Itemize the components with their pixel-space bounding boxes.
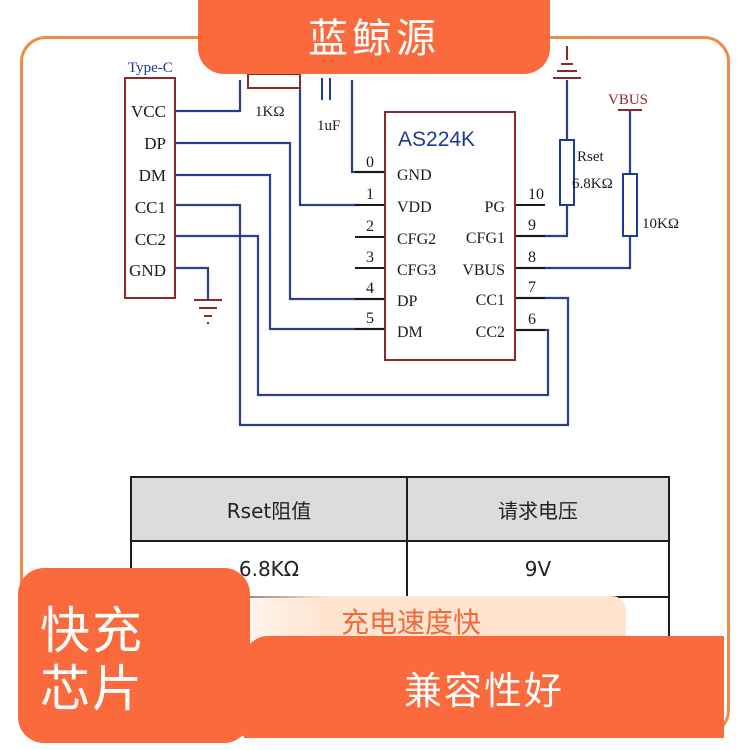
capacitor-symbol — [321, 78, 331, 100]
typec-label: Type-C — [128, 60, 173, 76]
table-row: 6.8KΩ 9V — [130, 540, 671, 598]
chip-pin-6-num: 6 — [528, 311, 536, 328]
typec-connector-body — [124, 77, 176, 299]
table-header-rset: Rset阻值 — [130, 476, 408, 542]
chip-pin-1-name: VDD — [397, 199, 432, 216]
corner-badge: 快充 芯片 — [18, 568, 250, 743]
chip-pin-9-name: CFG1 — [466, 230, 505, 247]
wire-dp — [175, 141, 385, 301]
resistor-rset — [559, 139, 575, 206]
chip-pin-6-name: CC2 — [476, 324, 505, 341]
wire-vcc — [175, 80, 242, 113]
chip-pin-0-name: GND — [397, 167, 432, 184]
chip-pin-8-name: VBUS — [462, 262, 505, 279]
wire-dm — [175, 173, 385, 331]
typec-pin-dp: DP — [144, 134, 166, 153]
resistor-10k — [622, 173, 638, 237]
corner-line1: 快充 — [40, 602, 144, 660]
chip-pin-4-num: 4 — [366, 280, 374, 297]
wire-cc1 — [175, 203, 570, 427]
typec-pin-dm: DM — [139, 166, 166, 185]
vbus-label: VBUS — [608, 92, 648, 108]
chip-pin-2-num: 2 — [366, 218, 374, 235]
resistor-1k — [247, 73, 301, 89]
wire-vdd — [298, 80, 360, 207]
ground-symbol-connector — [194, 299, 222, 324]
chip-as224k — [384, 111, 516, 361]
feature-compatibility-text: 兼容性好 — [403, 668, 564, 713]
chip-pin-1-num: 1 — [366, 186, 374, 203]
resistor-10k-label: 10KΩ — [642, 216, 679, 232]
resistor-1k-label: 1KΩ — [255, 104, 284, 120]
chip-pin-2-name: CFG2 — [397, 231, 436, 248]
chip-pin-8-num: 8 — [528, 249, 536, 266]
wire-gnd — [175, 266, 210, 300]
chip-pin-3-num: 3 — [366, 249, 374, 266]
brand-name: 蓝鲸源 — [308, 16, 440, 62]
chip-pin-4-name: DP — [397, 293, 418, 310]
feature-charging-speed-text: 充电速度快 — [340, 606, 481, 639]
chip-pin-3-name: CFG3 — [397, 262, 436, 279]
table-header-voltage: 请求电压 — [405, 476, 671, 542]
wire-vbus — [515, 236, 632, 270]
brand-banner: 蓝鲸源 — [198, 0, 550, 74]
rset-name: Rset — [577, 149, 605, 165]
rset-value: 6.8KΩ — [572, 176, 613, 192]
ground-symbol-rset — [553, 46, 581, 79]
typec-pin-cc1: CC1 — [135, 198, 166, 217]
chip-pin-9-num: 9 — [528, 217, 536, 234]
capacitor-label: 1uF — [317, 118, 340, 134]
typec-pin-vcc: VCC — [131, 102, 166, 121]
chip-pin-10-name: PG — [485, 199, 506, 216]
feature-compatibility: 兼容性好 — [244, 636, 724, 738]
corner-line2: 芯片 — [40, 660, 144, 718]
chip-pin-0-num: 0 — [366, 154, 374, 171]
chip-pin-10-num: 10 — [528, 186, 544, 203]
chip-pin-7-num: 7 — [528, 279, 536, 296]
chip-pin-5-num: 5 — [366, 310, 374, 327]
chip-pin-7-name: CC1 — [476, 292, 505, 309]
typec-pin-gnd: GND — [129, 261, 166, 280]
chip-name: AS224K — [398, 128, 475, 151]
typec-pin-cc2: CC2 — [135, 230, 166, 249]
table-cell-voltage: 9V — [405, 540, 671, 598]
chip-pin-5-name: DM — [397, 324, 423, 341]
